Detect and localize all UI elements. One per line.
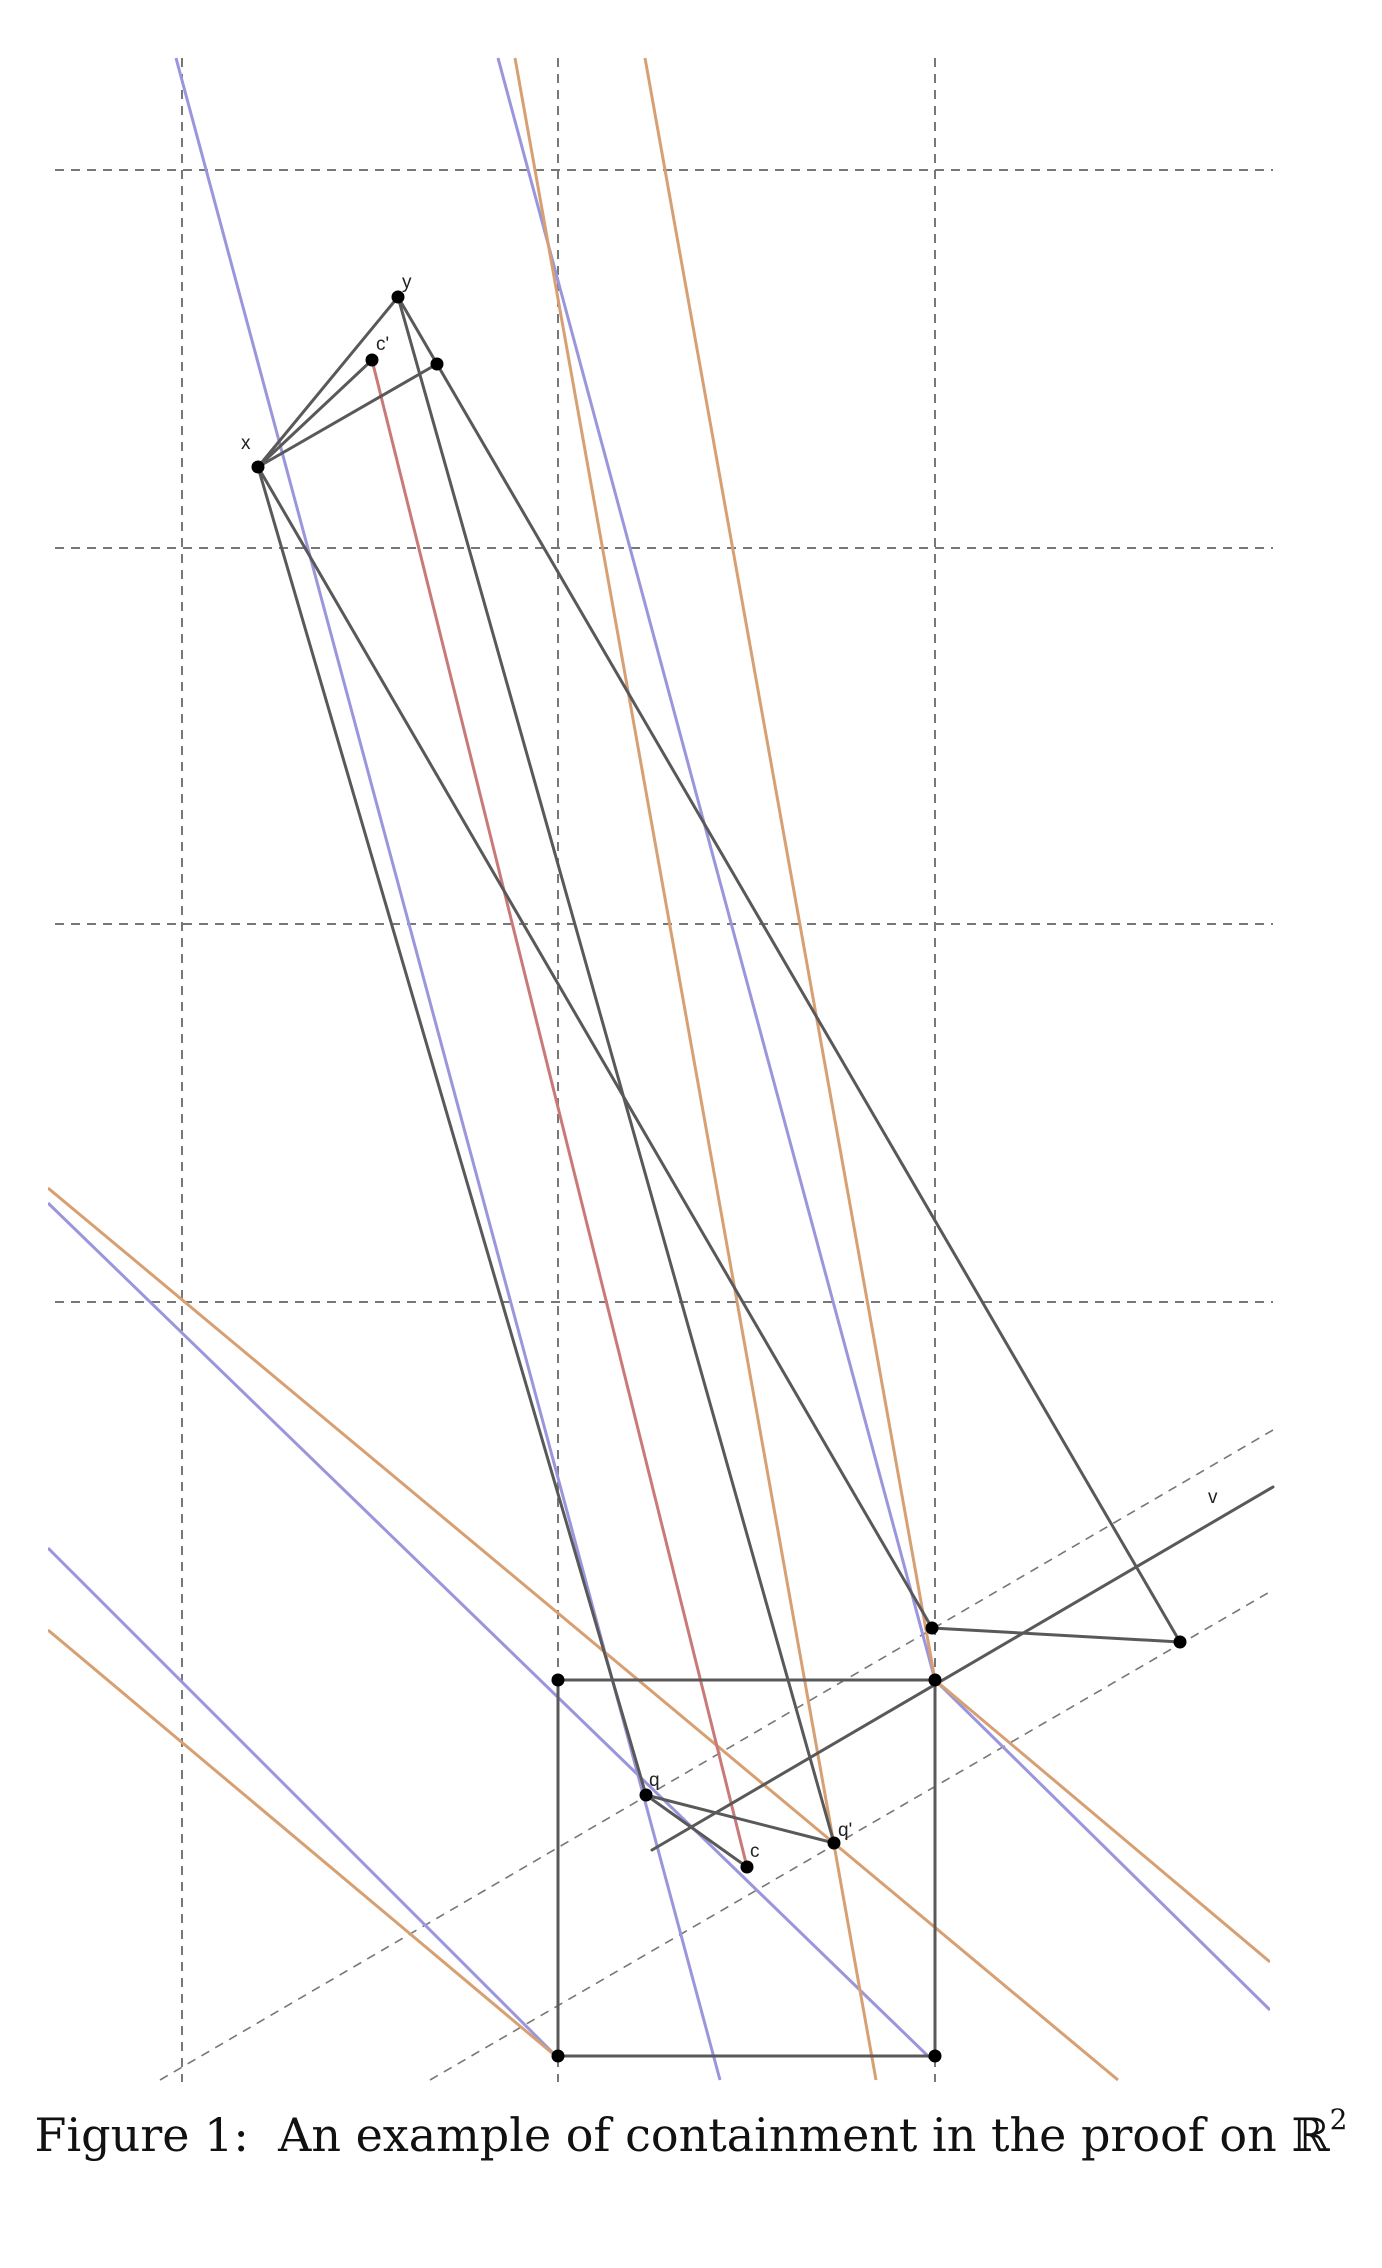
caption-text: An example of containment in the proof o… [278, 2108, 1292, 2162]
label-q: q [649, 1770, 660, 1791]
blue-line-2 [496, 57, 937, 1681]
edge-x-p2 [256, 465, 934, 1630]
label-q-prime: q' [838, 1820, 852, 1841]
caption-symbol: ℝ [1291, 2108, 1330, 2162]
orange-line-4 [934, 1678, 1270, 1964]
edge-x-p1 [256, 362, 439, 469]
point-labels: x y c' q q' c v [241, 272, 1218, 1862]
vector-v [650, 1485, 1275, 1852]
point-square-bottom-left [551, 2049, 565, 2063]
point-q-prime [827, 1836, 841, 1850]
point-q [639, 1788, 653, 1802]
blue-lines [48, 57, 1270, 2081]
figure-caption: Figure 1: An example of containment in t… [0, 2106, 1382, 2163]
oblique-guide-lines [159, 1429, 1274, 2081]
caption-superscript: 2 [1329, 2103, 1348, 2136]
label-v: v [1208, 1487, 1218, 1508]
edge-q-qprime [644, 1793, 836, 1845]
point-y [391, 290, 405, 304]
point-square-bottom-right [928, 2049, 942, 2063]
edge-x-cprime [256, 358, 374, 469]
orange-line-3 [48, 1186, 1119, 2082]
point-c-prime [365, 353, 379, 367]
point-square-top-left [551, 1673, 565, 1687]
point-p1 [430, 357, 444, 371]
point-square-top-right [928, 1673, 942, 1687]
dark-edges [256, 295, 1275, 2058]
label-y: y [402, 272, 412, 293]
point-p2 [925, 1621, 939, 1635]
points [251, 290, 1187, 2063]
edge-x-q [256, 465, 648, 1797]
blue-line-3 [48, 1201, 932, 2060]
grid-lines [55, 58, 1273, 2082]
edge-y-qprime [396, 295, 836, 1845]
label-x: x [241, 433, 251, 454]
caption-prefix: Figure 1: [34, 2108, 249, 2162]
edge-q-c [644, 1793, 749, 1869]
guide-line-lower [429, 1589, 1274, 2081]
label-c: c [750, 1841, 760, 1862]
point-c [740, 1860, 754, 1874]
label-c-prime: c' [376, 334, 389, 355]
edge-p2-p3 [930, 1626, 1182, 1644]
red-segment-cprime-c [370, 359, 749, 1868]
edge-y-p1 [396, 295, 439, 366]
edge-x-y [256, 295, 400, 469]
point-x [251, 460, 265, 474]
edge-p1-p3 [435, 362, 1182, 1644]
orange-lines [48, 57, 1270, 2082]
blue-line-4 [933, 1678, 1270, 2012]
point-p3 [1173, 1635, 1187, 1649]
guide-line-upper [159, 1429, 1274, 2081]
square [556, 1678, 937, 2058]
orange-line-1 [513, 57, 878, 2081]
orange-line-5 [48, 1628, 559, 2060]
orange-line-2 [643, 57, 937, 1681]
blue-line-5 [48, 1546, 560, 2060]
